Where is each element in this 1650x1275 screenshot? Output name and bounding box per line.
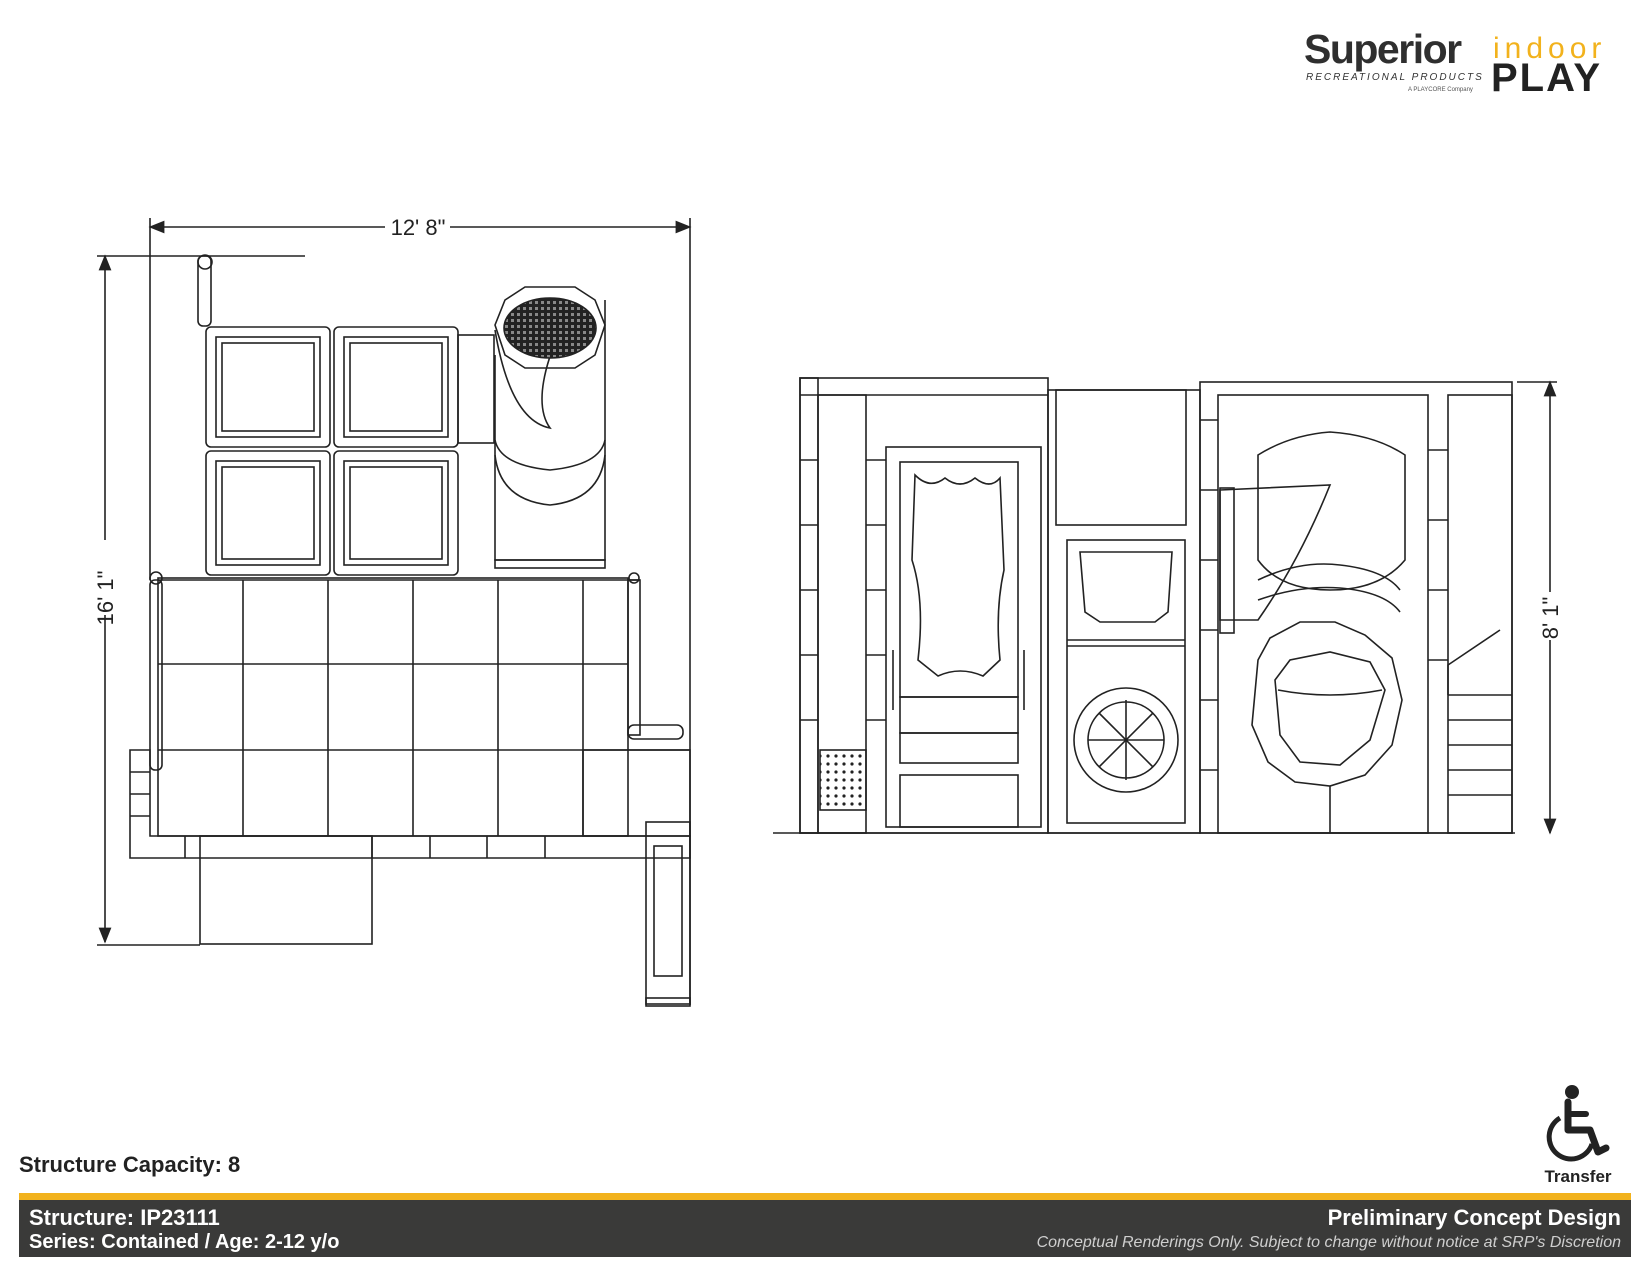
elevation-height-dimension	[1517, 380, 1557, 835]
structure-id: Structure: IP23111	[29, 1205, 220, 1230]
plan-slide	[494, 286, 606, 569]
plan-deck-grid	[149, 571, 691, 837]
elevation-right-tower	[1199, 381, 1513, 834]
accessibility-label: Transfer	[1544, 1167, 1612, 1186]
plan-depth-label: 16' 1"	[93, 571, 118, 626]
plan-view	[97, 218, 692, 1007]
logo-subtitle: RECREATIONAL PRODUCTS	[1306, 72, 1484, 83]
plan-width-dimension	[148, 218, 692, 1005]
structure-capacity: Structure Capacity: 8	[19, 1152, 241, 1177]
elevation-slide	[1219, 431, 1406, 833]
plan-base	[129, 749, 691, 945]
accessibility-badge: Transfer	[1538, 1082, 1618, 1187]
footer-bar: Structure: IP23111 Series: Contained / A…	[19, 1200, 1631, 1257]
series-info: Series: Contained / Age: 2-12 y/o	[29, 1231, 340, 1253]
logo-brand: Superior	[1304, 26, 1462, 72]
concept-title: Preliminary Concept Design	[1327, 1205, 1621, 1230]
elevation-middle	[1047, 389, 1201, 834]
plan-side-panel	[645, 821, 691, 1007]
plan-depth-dimension	[97, 254, 305, 946]
logo-tagline: A PLAYCORE Company	[1408, 87, 1473, 93]
elevation-view	[773, 377, 1557, 835]
wheelchair-icon	[1546, 1085, 1610, 1162]
company-logo: Superior RECREATIONAL PRODUCTS A PLAYCOR…	[1300, 26, 1630, 100]
logo-indoor: indoor	[1493, 32, 1607, 65]
logo-play: PLAY	[1491, 56, 1603, 100]
plan-width-label: 12' 8"	[391, 215, 446, 240]
roof-panels	[205, 326, 495, 576]
elevation-height-label: 8' 1"	[1538, 597, 1563, 640]
elevation-left-tower	[799, 377, 1049, 834]
disclaimer: Conceptual Renderings Only. Subject to c…	[1036, 1234, 1621, 1251]
footer-accent-stripe	[19, 1193, 1631, 1200]
